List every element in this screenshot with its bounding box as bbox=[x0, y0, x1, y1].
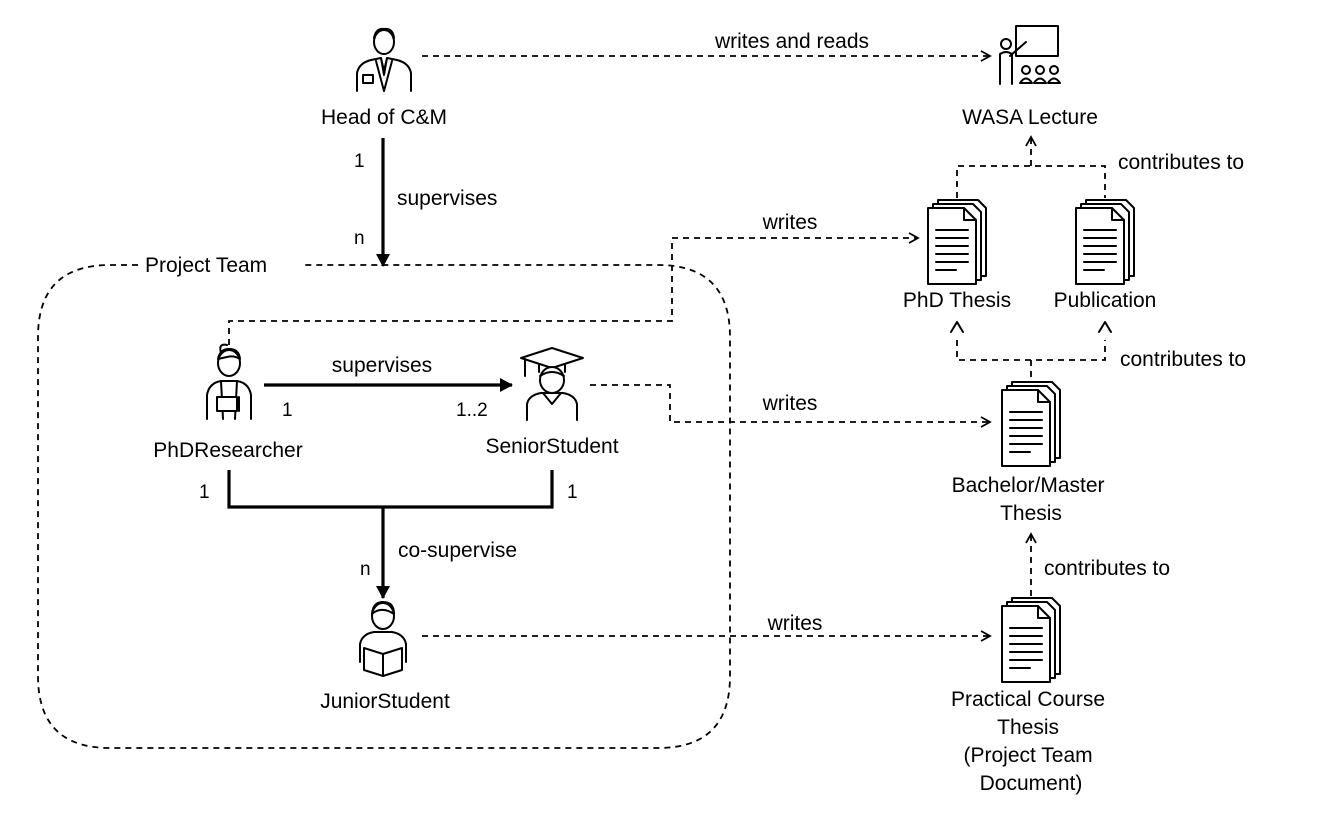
co-supervise-bracket bbox=[227, 470, 554, 509]
phd-supervises-mult-phd: 1 bbox=[282, 400, 293, 421]
bm-contrib-line bbox=[956, 340, 1106, 361]
researcher-icon bbox=[206, 343, 252, 420]
phd-thesis-label: PhD Thesis bbox=[903, 289, 1011, 312]
phd-writes-arrow bbox=[228, 232, 920, 345]
practical-course-label: Practical Course Thesis (Project Team Do… bbox=[951, 688, 1111, 795]
bm-contrib-arrowhead-phd bbox=[950, 321, 964, 333]
bachelor-master-document-icon bbox=[1001, 381, 1061, 467]
phd-to-lecture-line bbox=[956, 165, 1106, 198]
wasa-lecture-label: WASA Lecture bbox=[962, 106, 1098, 129]
senior-writes-label: writes bbox=[762, 392, 818, 415]
head-writes-reads-label: writes and reads bbox=[714, 30, 869, 53]
contrib-lecture-label: contributes to bbox=[1118, 151, 1244, 174]
phd-thesis-document-icon bbox=[927, 199, 987, 285]
bm-contrib-arrowhead-pub bbox=[1098, 321, 1112, 333]
co-supervise-mult-senior: 1 bbox=[567, 482, 578, 503]
businessman-icon bbox=[356, 27, 412, 92]
contrib-phd-pub-label: contributes to bbox=[1120, 348, 1246, 371]
co-supervise-mult-junior: n bbox=[360, 559, 371, 580]
co-supervise-mult-phd: 1 bbox=[199, 482, 210, 503]
team-mult: n bbox=[354, 228, 365, 249]
practical-course-document-icon bbox=[1001, 597, 1061, 683]
phd-researcher-label: PhDResearcher bbox=[153, 439, 302, 462]
phd-supervises-label: supervises bbox=[332, 354, 432, 377]
lecture-icon bbox=[999, 25, 1061, 85]
project-team-boundary bbox=[37, 264, 731, 749]
bachelor-master-label: Bachelor/Master Thesis bbox=[952, 474, 1111, 525]
head-supervises-label: supervises bbox=[397, 187, 497, 210]
student-reading-icon bbox=[359, 601, 407, 677]
head-label: Head of C&M bbox=[321, 106, 447, 129]
publication-document-icon bbox=[1075, 199, 1135, 285]
co-supervise-label: co-supervise bbox=[398, 539, 517, 562]
senior-writes-arrow bbox=[590, 384, 992, 428]
junior-student-label: JuniorStudent bbox=[320, 690, 450, 713]
phd-supervises-mult-senior: 1..2 bbox=[456, 400, 488, 421]
senior-student-label: SeniorStudent bbox=[485, 435, 618, 458]
phd-writes-label: writes bbox=[762, 211, 818, 234]
publication-label: Publication bbox=[1054, 289, 1157, 312]
contrib-bm-label: contributes to bbox=[1044, 557, 1170, 580]
project-team-label: Project Team bbox=[145, 254, 267, 277]
head-mult: 1 bbox=[354, 151, 365, 172]
graduate-icon bbox=[520, 347, 584, 421]
junior-writes-label: writes bbox=[767, 612, 823, 635]
